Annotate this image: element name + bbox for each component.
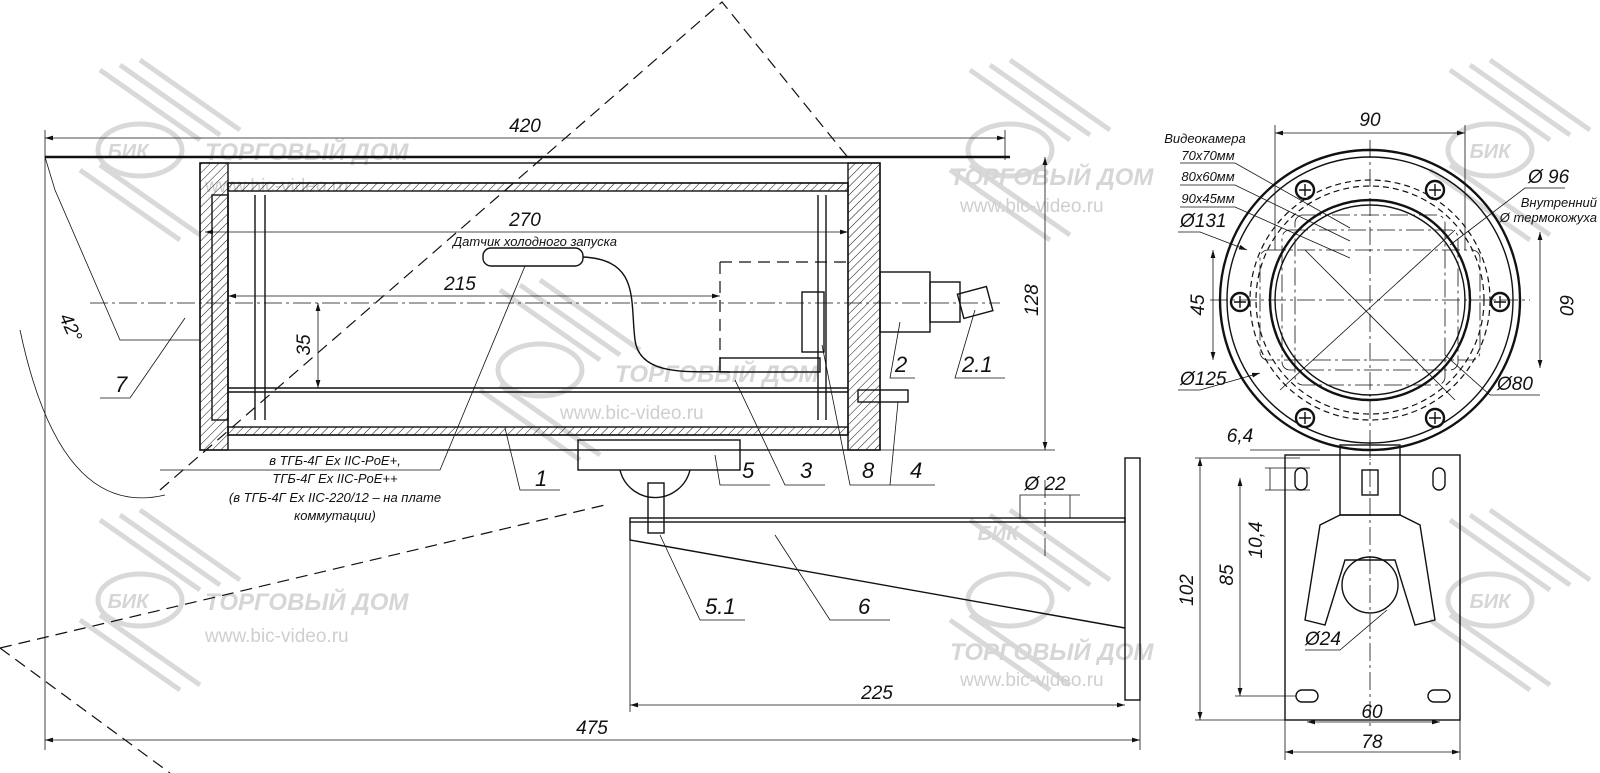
callout-6: 6	[858, 594, 871, 619]
dim-420: 420	[509, 116, 541, 137]
dim-35: 35	[294, 334, 315, 356]
dim-60: 60	[1555, 294, 1576, 316]
thermostat	[801, 291, 825, 353]
rear-flange	[847, 162, 881, 451]
d96-note: Внутренний	[1521, 195, 1597, 210]
dim-225: 225	[860, 683, 893, 704]
screw	[1424, 179, 1446, 201]
mount-block	[577, 439, 741, 471]
housing	[199, 162, 881, 451]
camera-size: 90x45мм	[1181, 191, 1234, 206]
screw	[1294, 179, 1316, 201]
dim-475: 475	[576, 718, 608, 739]
front-view: 90 45 60 Ø131 Ø125 Ø80 Ø 96 Внутренний Ø…	[1164, 110, 1597, 460]
camera-size: 70x70мм	[1181, 148, 1234, 163]
mount-view: 102 85 10,4 6,4 Ø24 60 78	[1177, 426, 1461, 760]
watermark-logo: БИК	[1470, 591, 1513, 613]
dim-angle-42: 42°	[54, 310, 85, 345]
dim-270: 270	[508, 210, 541, 231]
dim-6-4: 6,4	[1227, 426, 1253, 447]
callout-7: 7	[115, 372, 128, 397]
dim-d24: Ø24	[1304, 629, 1341, 650]
watermark-url: www.bic-video.ru	[959, 670, 1104, 691]
watermark-logo: БИК	[978, 523, 1021, 545]
callout-5-1: 5.1	[705, 594, 736, 619]
wall-plate	[1124, 457, 1141, 701]
dim-128: 128	[1022, 284, 1043, 316]
mount-yoke	[1304, 514, 1436, 626]
watermark-url: www.bic-video.ru	[204, 626, 349, 647]
callout-8: 8	[862, 458, 875, 483]
screw	[1424, 407, 1446, 429]
cable-gland	[879, 271, 931, 333]
note-line: коммутации)	[294, 508, 376, 523]
dim-d22: Ø 22	[1023, 474, 1066, 495]
dim-45: 45	[1188, 294, 1209, 316]
screw	[1294, 407, 1316, 429]
dim-215: 215	[443, 274, 476, 295]
cold-start-sensor	[482, 247, 584, 267]
callout-1: 1	[535, 466, 547, 491]
watermark-company: ТОРГОВЫЙ ДОМ	[205, 137, 409, 166]
camera-label: Видеокамера	[1164, 131, 1246, 146]
watermark-url: www.bic-video.ru	[559, 403, 704, 424]
callout-3: 3	[800, 458, 813, 483]
watermark-company: ТОРГОВЫЙ ДОМ	[950, 637, 1154, 666]
watermark-company: ТОРГОВЫЙ ДОМ	[205, 587, 409, 616]
dim-d96: Ø 96	[1527, 167, 1570, 188]
front-flange	[199, 162, 229, 451]
dim-d131: Ø131	[1179, 211, 1226, 232]
dim-85: 85	[1217, 564, 1238, 586]
watermark-company: ТОРГОВЫЙ ДОМ	[615, 359, 819, 388]
watermark-logo: БИК	[1470, 141, 1513, 163]
dim-78: 78	[1361, 732, 1383, 753]
sensor-label: Датчик холодного запуска	[451, 234, 617, 249]
dim-d80: Ø80	[1496, 374, 1533, 395]
dim-d125: Ø125	[1179, 369, 1227, 390]
watermark-logo: БИК	[108, 591, 151, 613]
callout-4: 4	[910, 458, 922, 483]
d96-note: Ø термокожуха	[1499, 210, 1597, 225]
dim-10-4: 10,4	[1246, 522, 1267, 559]
screw	[1229, 291, 1251, 313]
callout-2-1: 2.1	[961, 352, 993, 377]
camera-size: 80x60мм	[1181, 169, 1234, 184]
screw	[1489, 291, 1511, 313]
front-glass	[211, 194, 229, 421]
tilt-envelope	[0, 1, 851, 773]
ground-bolt	[857, 389, 909, 403]
dim-60: 60	[1361, 702, 1383, 723]
watermark-company: ТОРГОВЫЙ ДОМ	[950, 162, 1154, 191]
note-line: в ТГБ-4Г Ex IIC-PoE+,	[269, 453, 401, 468]
callout-2: 2	[894, 352, 907, 377]
side-labels: Датчик холодного запуска в ТГБ-4Г Ex IIC…	[100, 234, 1005, 621]
bracket-arm	[629, 517, 1126, 523]
watermark: БИК БИК БИК БИК БИК ТОРГОВЫЙ ДОМ www.bic…	[80, 60, 1590, 691]
dim-90: 90	[1359, 110, 1381, 131]
note-line: ТГБ-4Г Ex IIC-PoE++	[272, 471, 398, 486]
callout-5: 5	[742, 458, 755, 483]
note-line: (в ТГБ-4Г Ex IIC-220/12 – на плате	[229, 490, 441, 505]
dim-102: 102	[1177, 574, 1198, 606]
watermark-logo: БИК	[108, 141, 151, 163]
watermark-url: www.bic-video.ru	[959, 196, 1104, 217]
